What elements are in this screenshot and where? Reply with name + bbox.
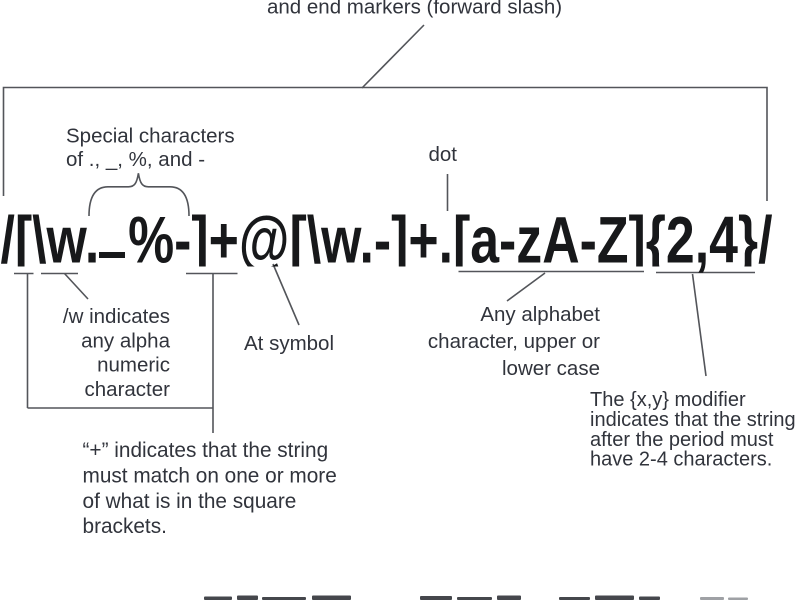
- svg-text:Special characters: Special characters: [66, 125, 235, 148]
- svg-text:must match on one or more: must match on one or more: [83, 465, 337, 488]
- svg-text:lower case: lower case: [502, 357, 600, 380]
- svg-text:any alpha: any alpha: [81, 330, 171, 353]
- svg-text:“+” indicates that the string: “+” indicates that the string: [83, 439, 329, 462]
- svg-text:after the period must: after the period must: [590, 429, 774, 451]
- svg-text:At symbol: At symbol: [244, 332, 334, 355]
- svg-text:/w indicates: /w indicates: [63, 305, 170, 328]
- svg-text:The {x,y} modifier: The {x,y} modifier: [590, 389, 746, 411]
- svg-text:brackets.: brackets.: [83, 515, 167, 538]
- svg-text:indicates that the string: indicates that the string: [590, 409, 796, 431]
- svg-text:/[\w._%-]+@[\w.-]+.[a-zA-Z]{2,: /[\w._%-]+@[\w.-]+.[a-zA-Z]{2,4}/: [1, 204, 773, 277]
- svg-text:character, upper or: character, upper or: [428, 330, 600, 353]
- svg-text:and end markers (forward slash: and end markers (forward slash): [267, 0, 562, 19]
- svg-text:have 2-4 characters.: have 2-4 characters.: [590, 449, 772, 471]
- svg-text:of ., _, %, and -: of ., _, %, and -: [66, 148, 205, 171]
- svg-text:character: character: [85, 378, 171, 401]
- svg-text:dot: dot: [429, 143, 458, 166]
- svg-text:of what is in the square: of what is in the square: [83, 490, 297, 513]
- svg-text:numeric: numeric: [97, 354, 170, 377]
- svg-text:Any alphabet: Any alphabet: [480, 303, 600, 326]
